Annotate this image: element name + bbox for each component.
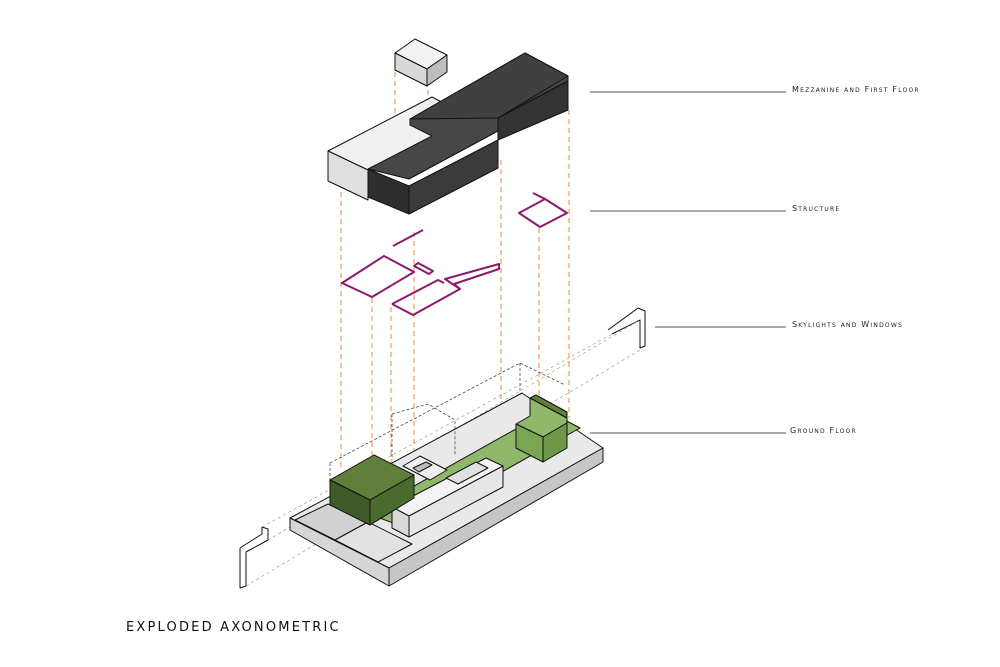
label-ground-floor: Ground Floor [790, 426, 857, 435]
ground-dark-green-volume [329, 454, 415, 526]
leader-lines [590, 91, 786, 434]
ground-right-green-volume [515, 394, 568, 463]
drawing-title: EXPLODED AXONOMETRIC [126, 620, 341, 635]
roof-box [394, 38, 448, 87]
label-skylights: Skylights and Windows [792, 320, 903, 329]
first-floor-dark-volume [367, 52, 569, 215]
label-structure: Structure [792, 204, 841, 213]
mezzanine-layer [327, 38, 569, 215]
ground-light-volume [391, 455, 504, 538]
structure-layer [341, 192, 568, 316]
ground-floor-layer [289, 362, 604, 587]
label-mezzanine: Mezzanine and First Floor [792, 85, 920, 94]
ground-dashed-massing [329, 362, 566, 495]
